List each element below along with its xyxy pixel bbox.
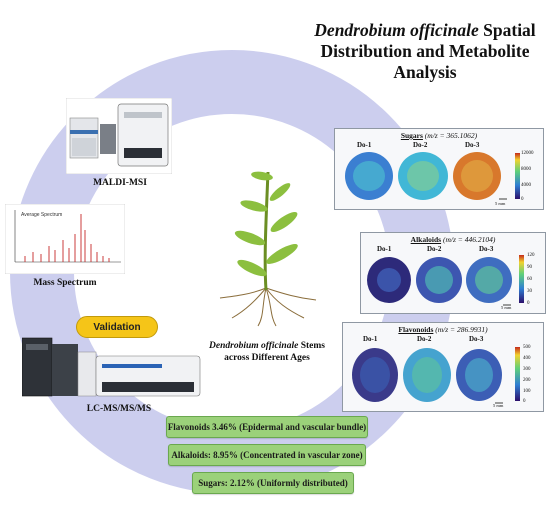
flavonoids-tick: 500 [523, 345, 531, 350]
sugars-summary: Sugars: 2.12% (Uniformly distributed) [192, 472, 354, 494]
mass-spectrum-label: Mass Spectrum [33, 278, 97, 288]
sugars-sample-label: Do-3 [465, 141, 480, 149]
mass-spectrum-image: Average Spectrum [5, 204, 125, 274]
alkaloids-summary: Alkaloids: 8.95% (Concentrated in vascul… [168, 444, 366, 466]
sugars-tick: 12000 [521, 151, 534, 156]
alkaloids-sample-label: Do-3 [479, 245, 494, 253]
sugars-sample-label: Do-2 [413, 141, 428, 149]
maldi-label: MALDI-MSI [93, 178, 147, 188]
alkaloids-tick: 120 [527, 253, 535, 258]
flavonoids-sample-label: Do-3 [469, 335, 484, 343]
sugars-images [345, 152, 520, 200]
flavonoids-summary: Flavonoids 3.46% (Epidermal and vascular… [166, 416, 368, 438]
sugars-panel: Sugars (m/z = 365.1062) Do-1 Do-2 Do-3 1… [334, 128, 544, 210]
center-caption: Dendrobium officinale Stems across Diffe… [209, 341, 325, 363]
maldi-instrument-image [66, 98, 172, 174]
sugars-panel-title: Sugars (m/z = 365.1062) [400, 131, 478, 140]
alkaloids-tick: 60 [527, 277, 532, 282]
lcms-instrument-image [22, 337, 201, 397]
sugars-scalebar-label: 5 mm [495, 201, 506, 206]
flavonoids-panel-title: Flavonoids (m/z = 286.9931) [398, 325, 488, 334]
alkaloids-sample-label: Do-1 [377, 245, 392, 253]
sugars-tick: 8000 [521, 167, 531, 172]
flavonoids-tick: 300 [523, 367, 531, 372]
flavonoids-tick: 200 [523, 378, 531, 383]
alkaloids-tick: 90 [527, 265, 532, 270]
flavonoids-tick: 400 [523, 356, 531, 361]
sugars-sample-label: Do-1 [357, 141, 372, 149]
flavonoids-scalebar-label: 5 mm [493, 403, 504, 408]
sugars-tick: 0 [521, 197, 524, 202]
sugars-tick: 4000 [521, 183, 531, 188]
alkaloids-panel-title: Alkaloids (m/z = 446.2104) [410, 235, 496, 244]
flavonoids-tick: 100 [523, 389, 531, 394]
plant-image [219, 171, 317, 327]
flavonoids-sample-label: Do-1 [363, 335, 378, 343]
lcms-label: LC-MS/MS/MS [86, 404, 152, 414]
alkaloids-tick: 30 [527, 289, 532, 294]
alkaloids-scalebar-label: 5 mm [501, 305, 512, 310]
alkaloids-sample-label: Do-2 [427, 245, 442, 253]
alkaloids-images [367, 255, 524, 306]
spectrum-inset-title: Average Spectrum [21, 212, 62, 218]
main-title: Dendrobium officinale Spatial Distributi… [314, 20, 536, 82]
alkaloids-panel: Alkaloids (m/z = 446.2104) Do-1 Do-2 Do-… [360, 232, 546, 314]
flavonoids-tick: 0 [523, 399, 526, 404]
flavonoids-sample-label: Do-2 [417, 335, 432, 343]
validation-badge: Validation [76, 316, 158, 338]
flavonoids-images [352, 347, 520, 404]
flavonoids-panel: Flavonoids (m/z = 286.9931) Do-1 Do-2 Do… [342, 322, 544, 412]
alkaloids-tick: 0 [527, 301, 530, 306]
